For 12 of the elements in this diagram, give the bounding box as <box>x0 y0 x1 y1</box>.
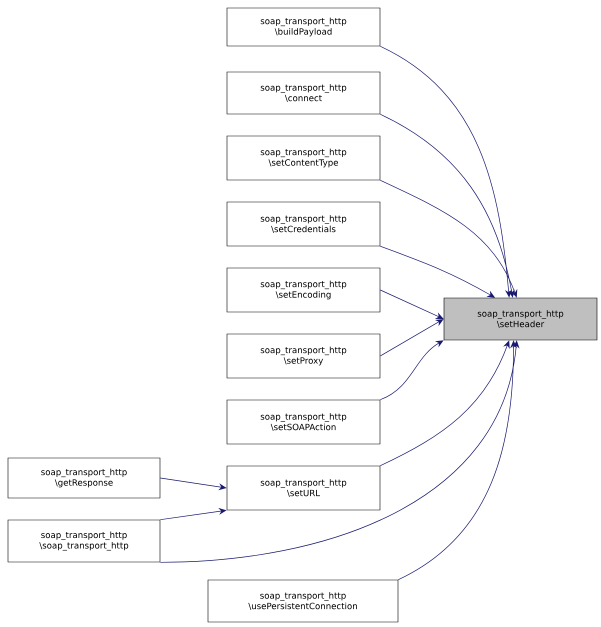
function-box: soap_transport_http \setEncoding <box>226 268 380 312</box>
function-box: soap_transport_http \usePersistentConnection <box>208 580 398 622</box>
function-box: soap_transport_http \setContentType <box>226 136 380 180</box>
function-box: soap_transport_http \setProxy <box>226 334 380 378</box>
function-box: soap_transport_http \getResponse <box>8 458 160 498</box>
function-box: soap_transport_http \setSOAPAction <box>226 400 380 444</box>
function-box: soap_transport_http \connect <box>226 72 380 114</box>
highlighted-function-box: soap_transport_http \setHeader <box>444 298 598 340</box>
function-box: soap_transport_http \soap_transport_http <box>8 520 160 562</box>
function-box: soap_transport_http \setCredentials <box>226 202 380 246</box>
function-box: soap_transport_http \buildPayload <box>226 8 380 46</box>
function-box: soap_transport_http \setURL <box>226 466 380 510</box>
